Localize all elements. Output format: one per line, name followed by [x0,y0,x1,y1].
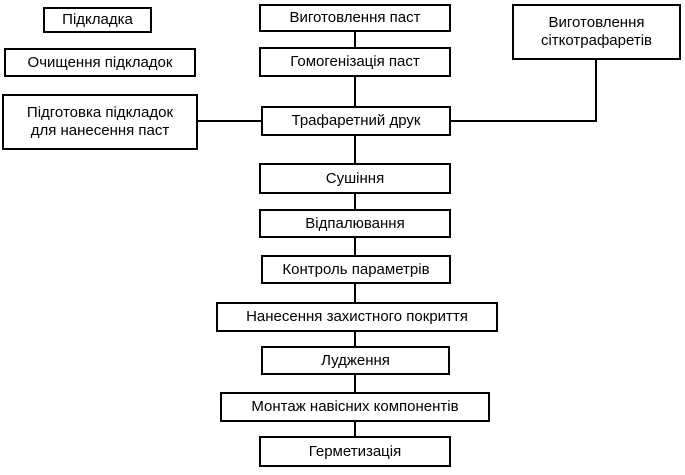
substrate-preparation-box: Підготовка підкладок для нанесення паст [2,94,198,150]
screen-printing-box: Трафаретний друк [261,106,451,136]
stencil-manufacturing-box: Виготовлення сіткотрафаретів [512,4,681,60]
protective-coating-box: Нанесення захистного покриття [216,302,498,332]
component-mounting-box: Монтаж навісних компонентів [220,392,490,422]
annealing-box: Відпалювання [259,209,451,238]
paste-homogenization-box: Гомогенізація паст [259,47,451,77]
connector-stencils-to-printing [450,59,597,122]
sealing-box: Герметизація [259,436,451,467]
drying-box: Сушіння [259,163,451,194]
paste-manufacturing-box: Виготовлення паст [259,4,451,32]
substrate-box: Підкладка [43,7,152,33]
substrate-cleaning-box: Очищення підкладок [4,48,196,77]
parameter-control-box: Контроль параметрів [261,255,451,284]
tinning-box: Лудження [261,346,450,375]
